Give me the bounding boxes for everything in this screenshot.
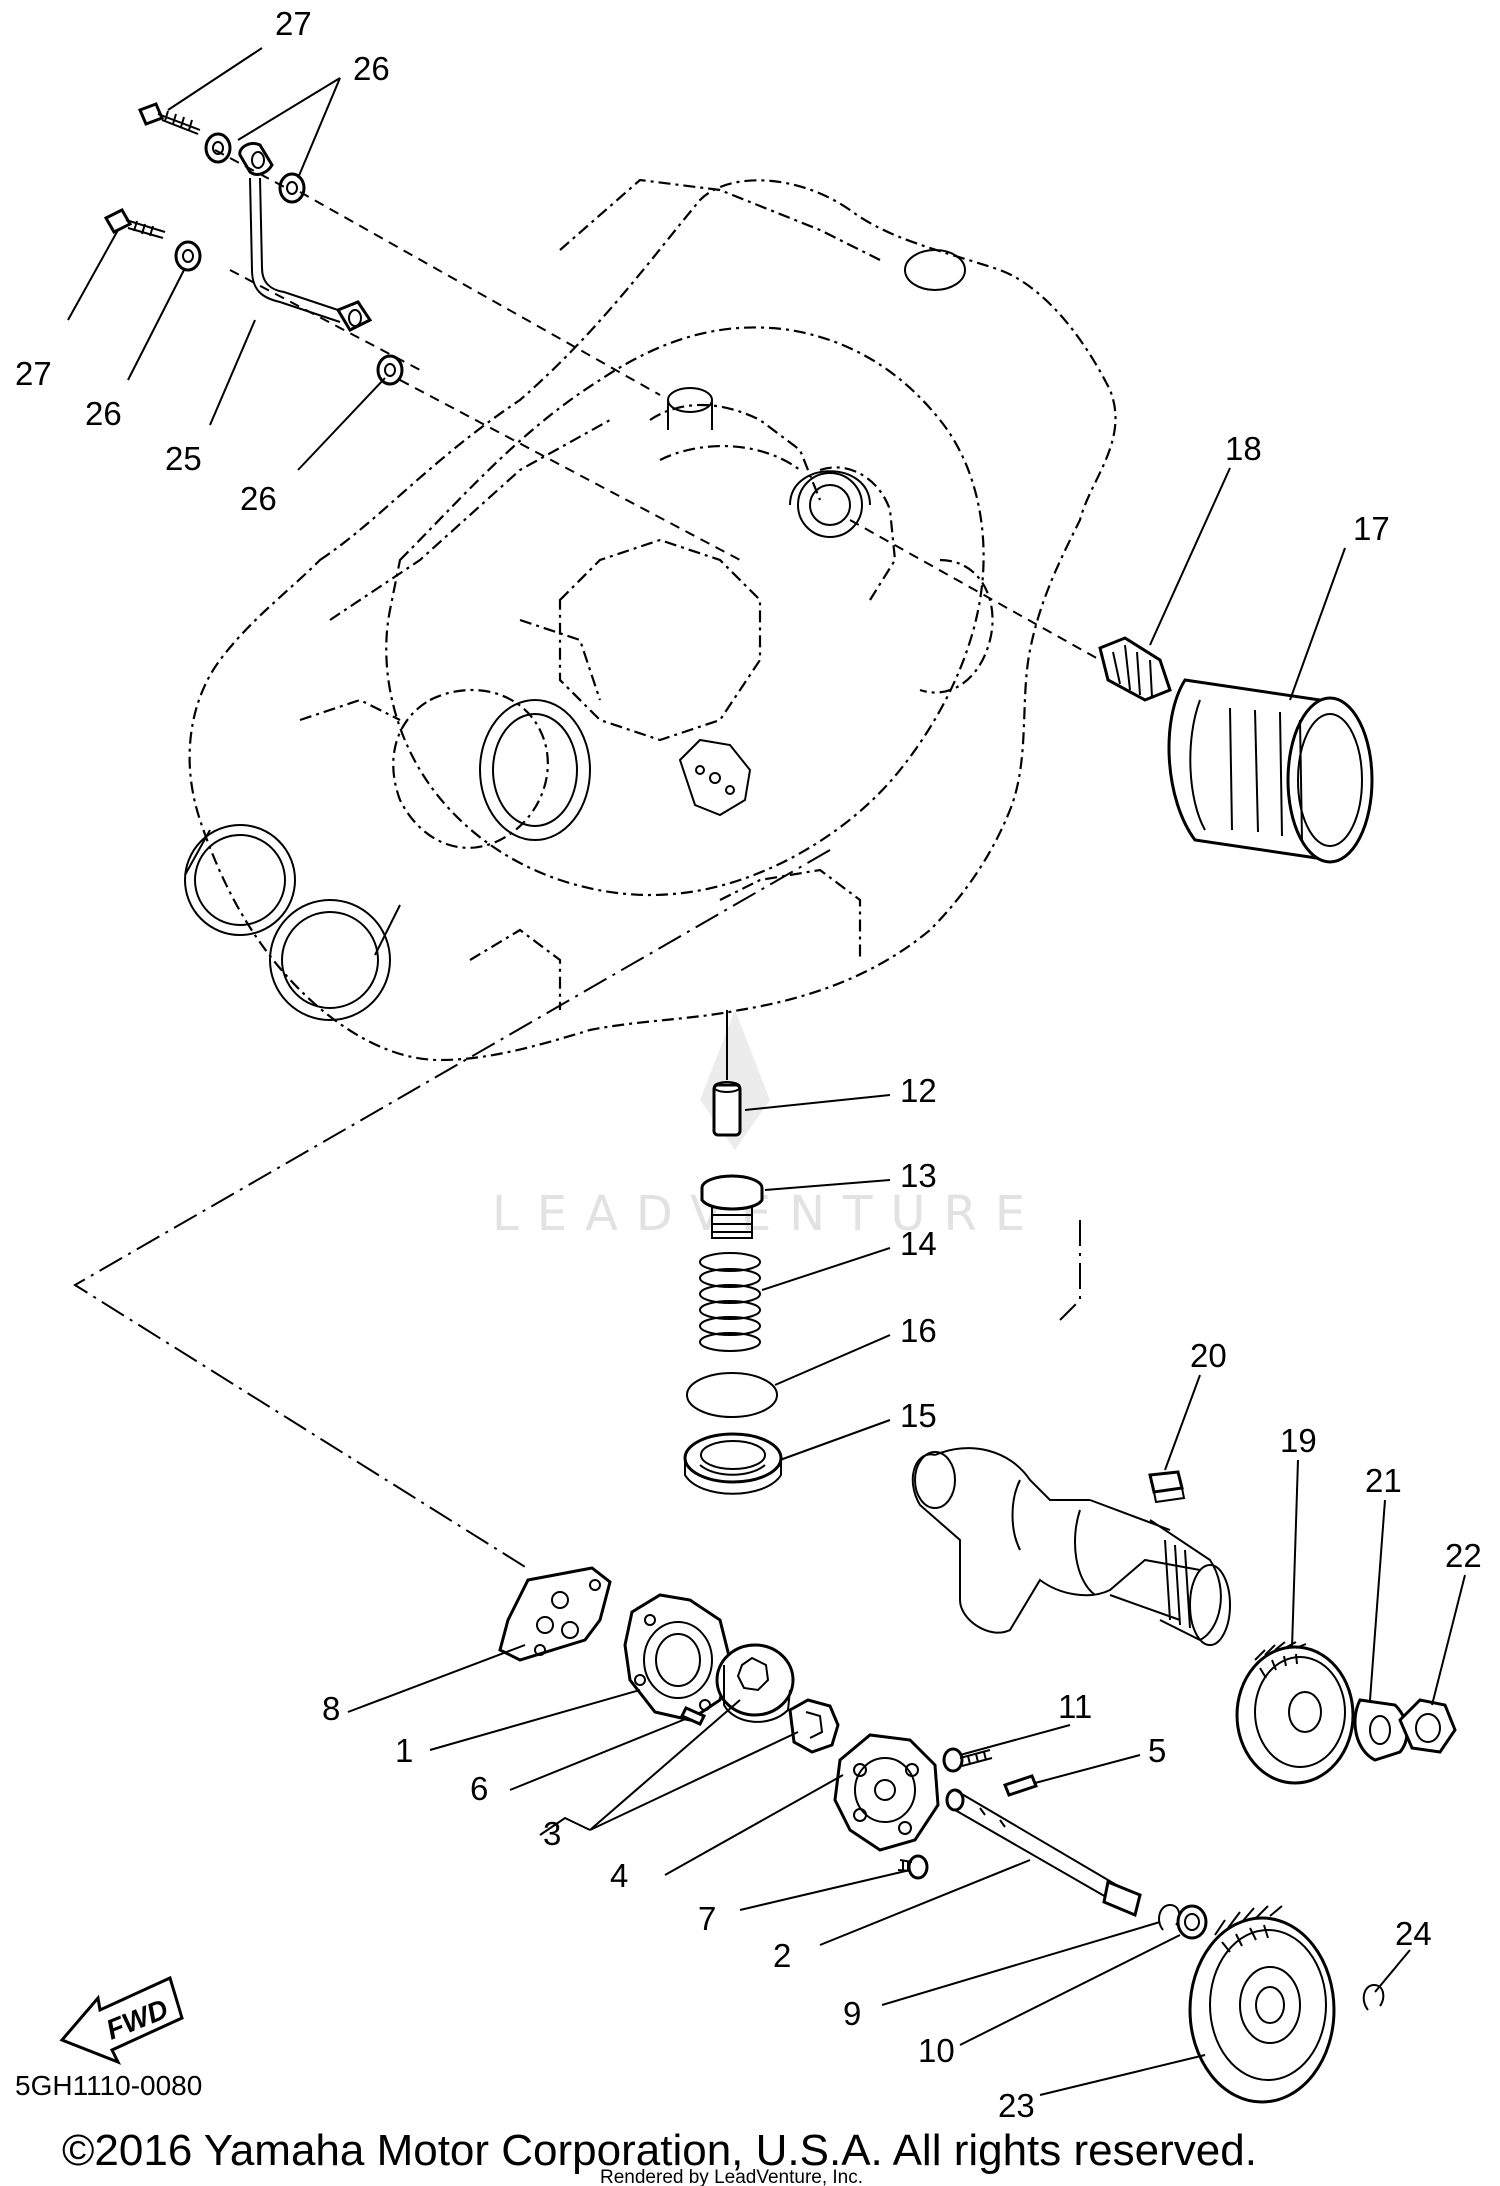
dowel-pin [679,1706,707,1726]
pump-drive-gear-small [1235,1641,1355,1785]
callout-11: 11 [1058,1688,1092,1725]
hex-nut [1398,1698,1457,1754]
callout-21: 21 [1365,1462,1402,1499]
callout-27: 27 [275,5,312,42]
callout-5: 5 [1148,1732,1166,1769]
assembly-line-shaft [1059,1220,1081,1321]
callout-1: 1 [395,1732,413,1769]
leader-lines [67,47,1466,2096]
oil-delivery-pipe-assembly [103,102,741,561]
callout-10: 10 [918,2032,955,2069]
callout-6: 6 [470,1770,488,1807]
callout-23: 23 [998,2087,1035,2124]
watermark-text: LEADVENTURE [492,1186,1043,1242]
oil-filter-cartridge [1167,678,1374,864]
union-bolt-top [138,102,201,135]
watermark: LEADVENTURE [492,1010,1043,1242]
callout-19: 19 [1280,1422,1317,1459]
callout-labels: 27 26 27 26 25 26 18 17 12 13 14 16 15 2… [15,5,1482,2124]
inner-rotor [788,1698,840,1754]
callout-26: 26 [240,480,277,517]
pan-head-screw [942,1747,993,1773]
rendered-by-note: Rendered by LeadVenture, Inc. [600,2167,863,2186]
oil-delivery-pipe [238,141,373,332]
oil-pump-cover [833,1733,940,1852]
callout-20: 20 [1190,1337,1227,1374]
oil-pump-driven-gear [1188,1905,1336,2104]
filter-union-bolt [1098,636,1172,702]
gear-circlip [1362,1983,1385,2011]
copyright-notice: ©2016 Yamaha Motor Corporation, U.S.A. A… [62,2126,1257,2175]
diagram-code: 5GH1110-0080 [15,2070,202,2101]
callout-18: 18 [1225,430,1262,467]
callout-17: 17 [1353,510,1390,547]
callout-16: 16 [900,1312,937,1349]
oil-seal-cover [683,1432,783,1495]
callout-26: 26 [85,395,122,432]
callout-27: 27 [15,355,52,392]
callout-4: 4 [610,1857,628,1894]
callout-24: 24 [1395,1915,1432,1952]
callout-22: 22 [1445,1537,1482,1574]
water-pump-housing [911,1447,1231,1646]
oil-pump-gasket [498,1566,612,1662]
relief-valve-pin [712,1081,742,1137]
callout-2: 2 [773,1937,791,1974]
forward-direction-arrow: FWD [59,1975,184,2065]
callout-13: 13 [900,1157,937,1194]
callout-12: 12 [900,1072,937,1109]
callout-3: 3 [543,1815,561,1852]
callout-7: 7 [698,1900,716,1937]
oil-pump-drive-shaft [945,1788,1142,1918]
assembly-line-gasket [73,849,831,1571]
pan-head-screw-lower [897,1854,929,1880]
crankcase-outline [184,178,1117,1062]
relief-valve-stack [683,1081,783,1495]
shaft-pin [1003,1774,1038,1797]
callout-26: 26 [353,50,390,87]
union-bolt-bottom [103,208,166,239]
lock-washer [1353,1698,1409,1762]
relief-valve-spring [699,1252,761,1352]
callout-9: 9 [843,1995,861,2032]
plain-washer [1176,1904,1208,1940]
o-ring [686,1372,778,1418]
outer-rotor [715,1643,795,1723]
callout-25: 25 [165,440,202,477]
callout-14: 14 [900,1225,937,1262]
callout-15: 15 [900,1397,937,1434]
copper-washer [174,132,404,386]
woodruff-key [1148,1470,1186,1504]
circlip [1158,1903,1181,1931]
oil-filter-assembly [849,519,1374,864]
relief-valve-cap [700,1174,764,1239]
callout-8: 8 [322,1690,340,1727]
oil-pump-housing [623,1593,732,1722]
